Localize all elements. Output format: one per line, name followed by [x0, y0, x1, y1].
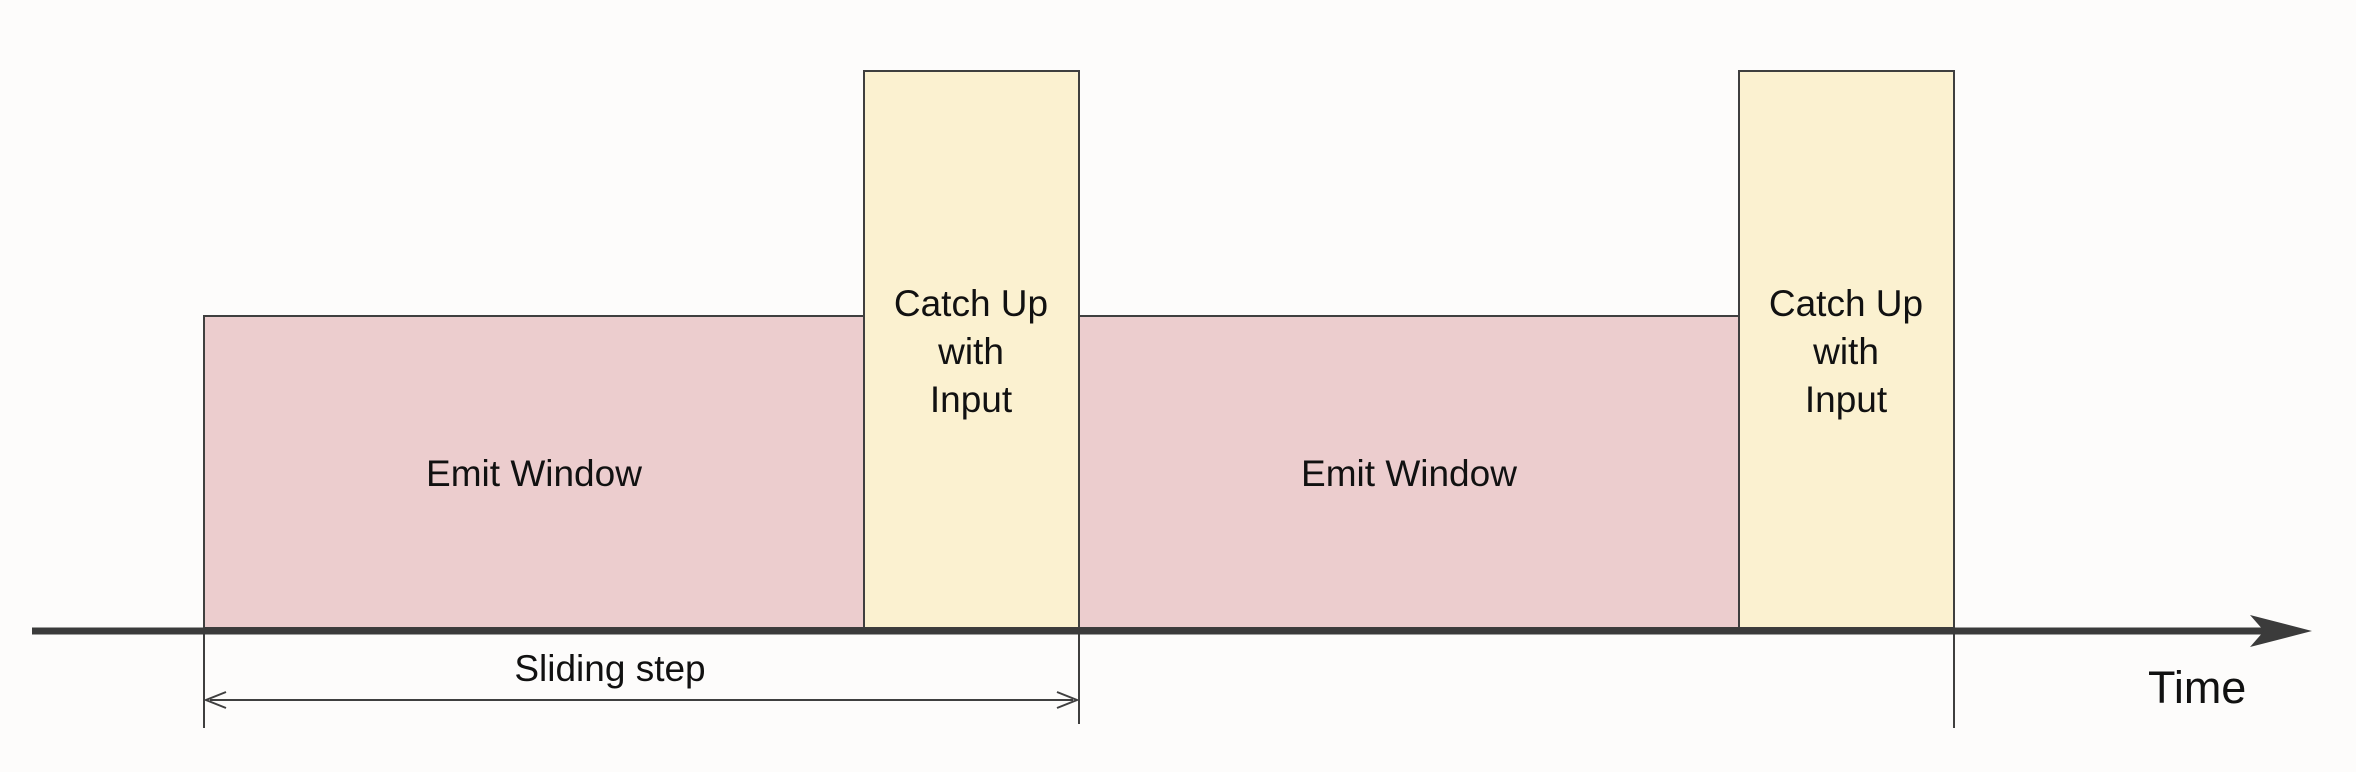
sliding-step-dimension [203, 691, 1080, 709]
sliding-step-label: Sliding step [514, 648, 705, 689]
catch-up-label-line-2: with [1812, 331, 1879, 372]
catch-up-block: Catch Up with Input [863, 70, 1080, 629]
catch-up-label-line-2: with [937, 331, 1004, 372]
time-axis-label: Time [2148, 662, 2246, 713]
emit-window-label: Emit Window [1301, 453, 1517, 494]
catch-up-label-line-1: Catch Up [894, 283, 1048, 324]
sliding-step-arrow-right [1056, 691, 1080, 709]
emit-window-block: Emit Window [1078, 315, 1740, 629]
catch-up-label-line-3: Input [1805, 379, 1888, 420]
catch-up-block: Catch Up with Input [1738, 70, 1955, 629]
catch-up-label-line-1: Catch Up [1769, 283, 1923, 324]
catch-up-box [1738, 70, 1955, 629]
time-axis-arrowhead [2250, 615, 2312, 647]
catch-up-box [863, 70, 1080, 629]
sliding-step-arrow-left [203, 691, 227, 709]
emit-window-block: Emit Window [203, 315, 865, 629]
emit-window-box [1078, 315, 1740, 629]
emit-window-label: Emit Window [426, 453, 642, 494]
catch-up-label-line-3: Input [930, 379, 1013, 420]
time-axis [32, 615, 2312, 647]
emit-window-box [203, 315, 865, 629]
